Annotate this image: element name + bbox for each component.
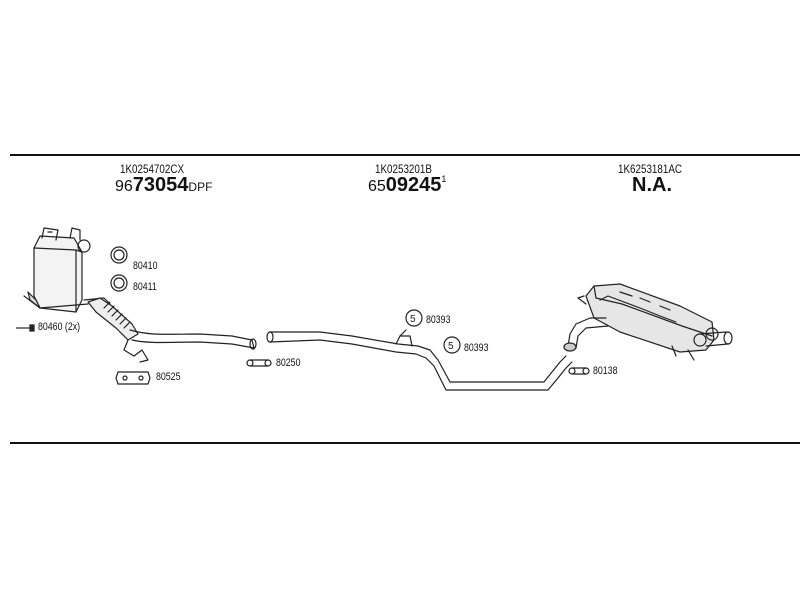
oem-number-3: 1K6253181AC: [618, 162, 683, 176]
top-divider: [10, 154, 800, 156]
label-80250: 80250: [276, 357, 301, 369]
rear-silencer-part[interactable]: [563, 283, 733, 361]
label-80410: 80410: [133, 260, 158, 272]
part-number-2: 65092451: [368, 174, 446, 197]
clamp-icon: [246, 359, 272, 367]
part-number-2-prefix: 65: [368, 178, 386, 195]
rubber-hanger-icon: 5: [443, 336, 461, 354]
part-number-1-prefix: 96: [115, 178, 133, 195]
oem-number-2: 1K0253201B: [375, 162, 432, 176]
label-80138: 80138: [593, 365, 618, 377]
front-pipe-part[interactable]: [87, 297, 257, 363]
bolt-icon: [16, 324, 35, 332]
clamp-icon: [568, 367, 590, 375]
bottom-divider: [10, 442, 800, 444]
ring-gasket-icon: [110, 274, 128, 292]
particulate-filter-part[interactable]: [23, 227, 111, 313]
mounting-bracket-icon: [115, 371, 151, 385]
svg-text:5: 5: [448, 341, 454, 352]
part-number-2-main: 09245: [385, 174, 442, 196]
label-80393-bottom: 80393: [464, 342, 489, 354]
label-80393-top: 80393: [426, 314, 451, 326]
part-number-3-not-available: N.A.: [632, 174, 672, 196]
part-number-2-superscript: 1: [441, 174, 447, 184]
label-80460: 80460 (2x): [38, 321, 81, 333]
svg-text:5: 5: [410, 314, 416, 325]
ring-gasket-icon: [110, 246, 128, 264]
oem-number-1: 1K0254702CX: [120, 162, 185, 176]
part-number-1-suffix: DPF: [188, 180, 213, 194]
label-80411: 80411: [133, 281, 157, 293]
part-number-1: 9673054DPF: [115, 174, 212, 197]
part-number-1-main: 73054: [132, 174, 189, 196]
rubber-hanger-icon: 5: [405, 309, 423, 327]
label-80525: 80525: [156, 371, 181, 383]
middle-pipe-part[interactable]: [266, 329, 573, 391]
